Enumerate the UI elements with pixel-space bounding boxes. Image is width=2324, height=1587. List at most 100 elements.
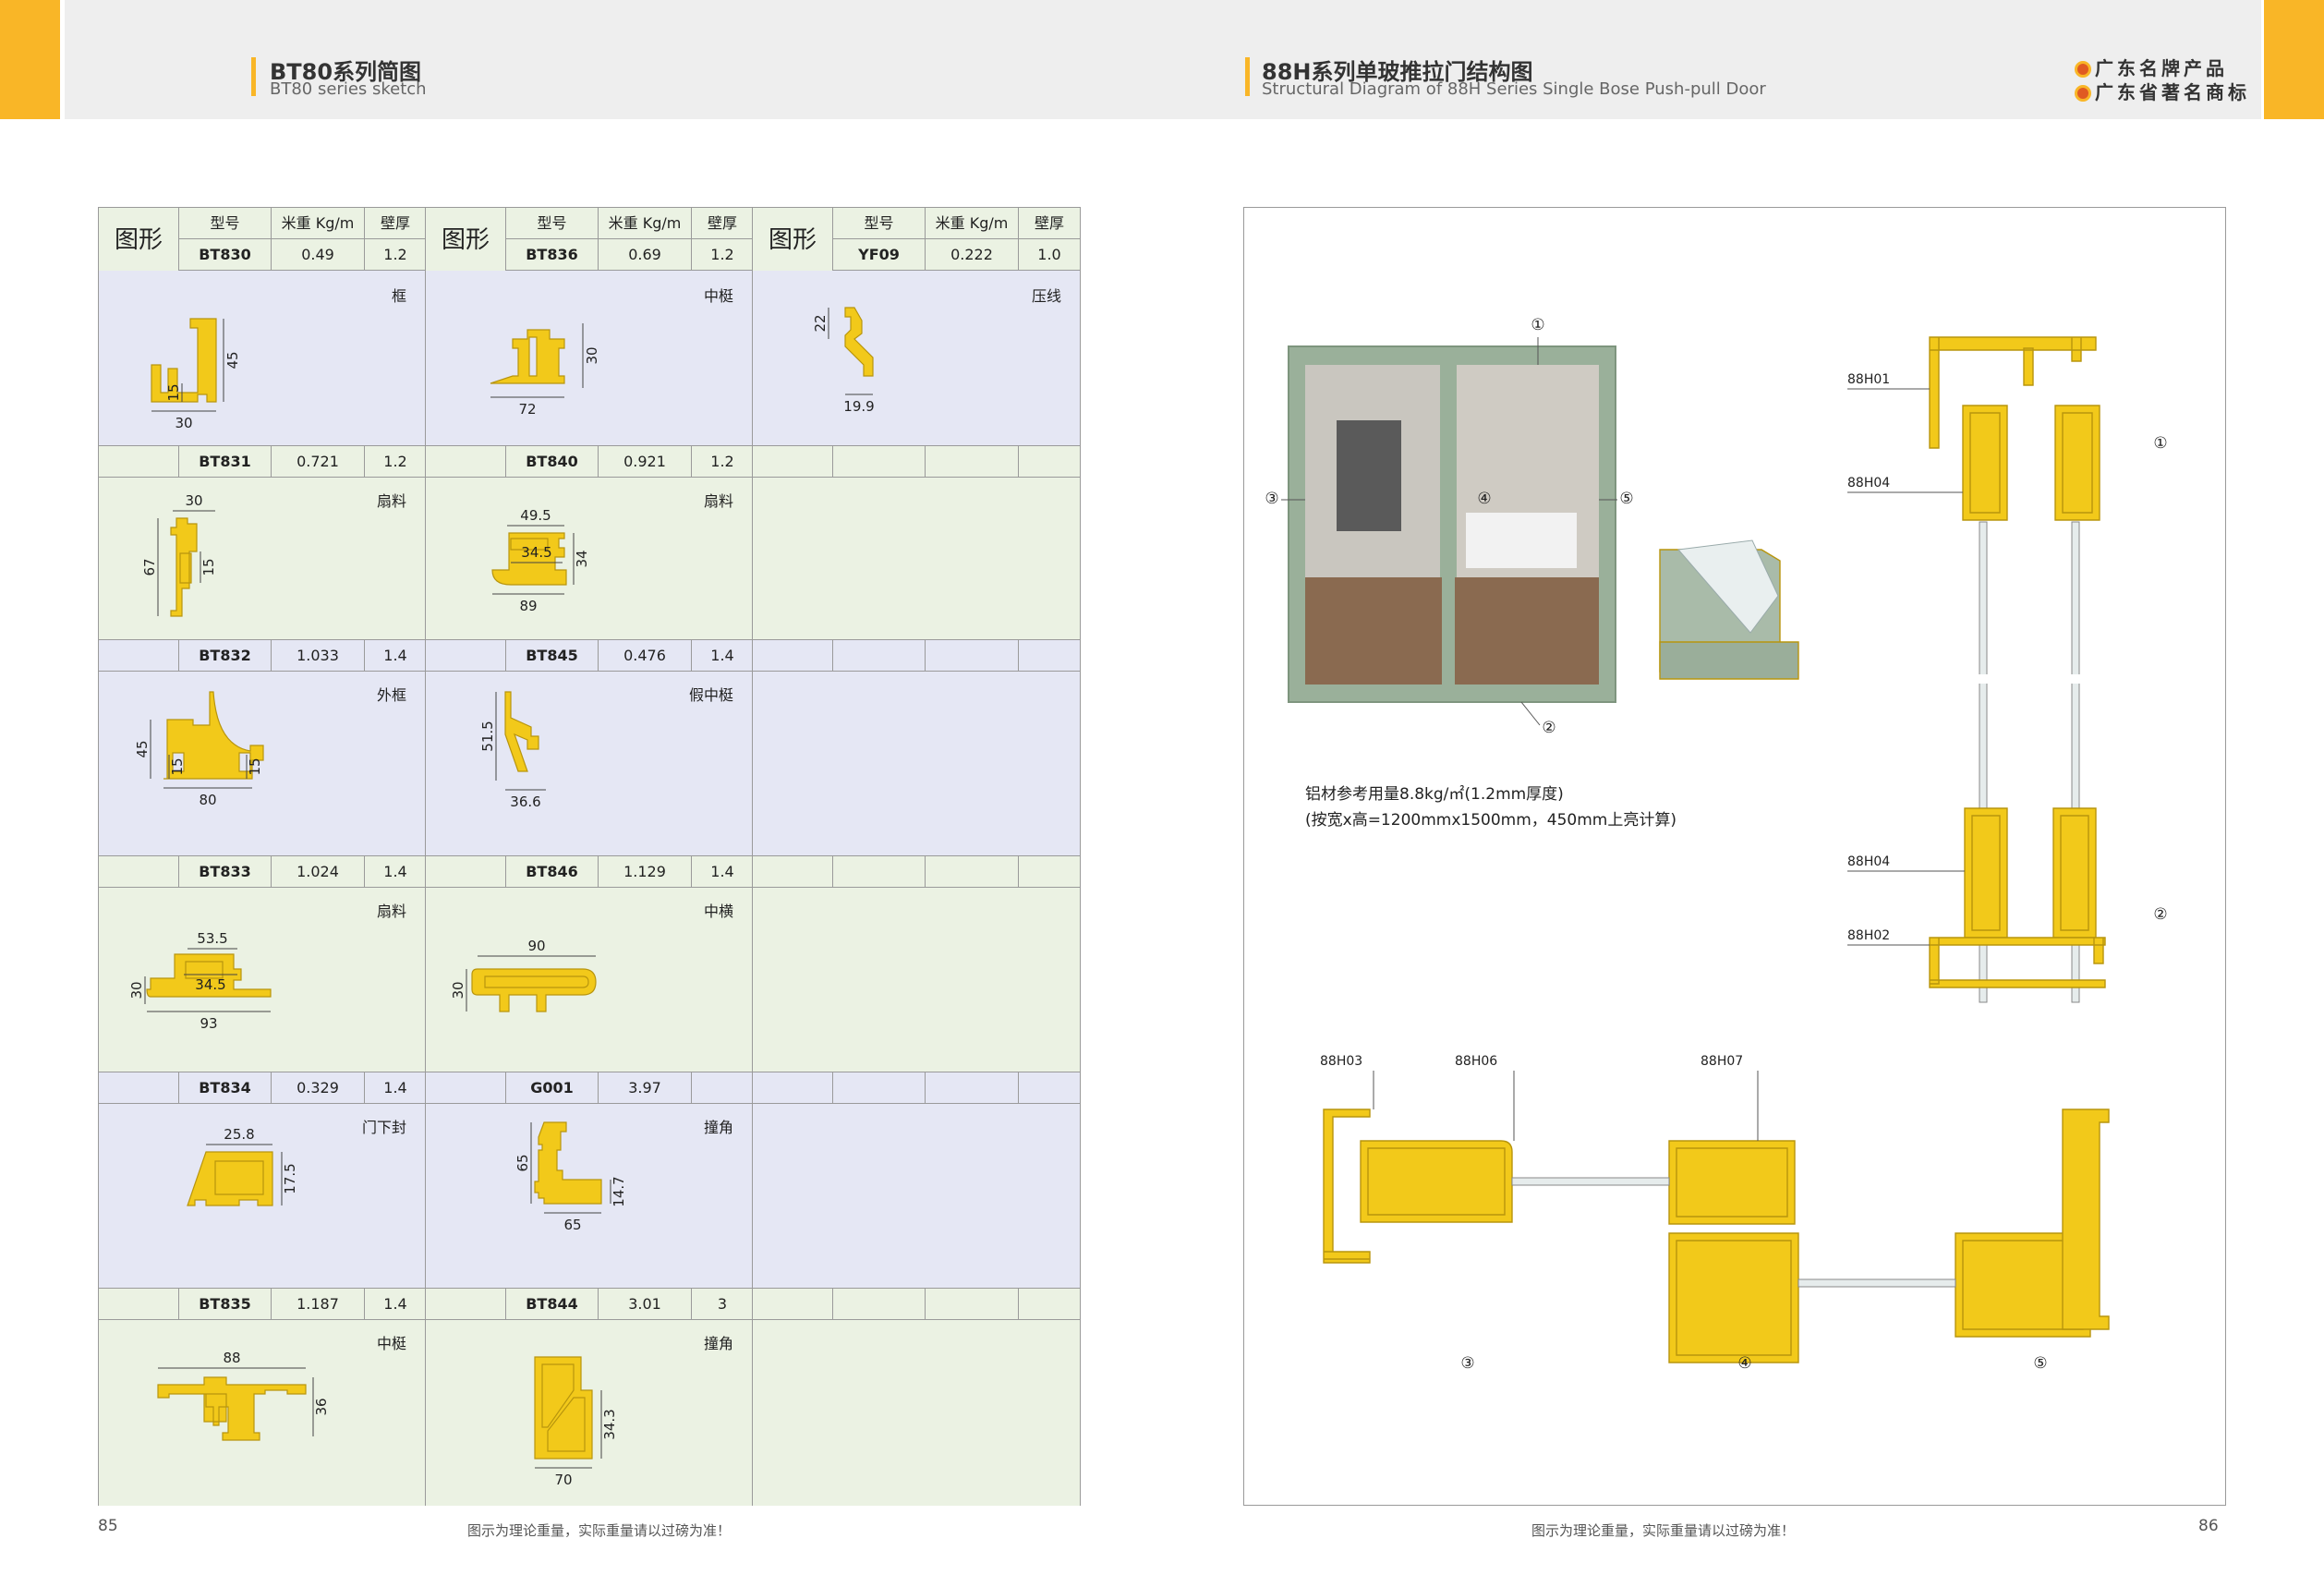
code-88h04-bottom: 88H04 [1847, 854, 1890, 869]
weight-cell: 1.024 [271, 856, 364, 887]
mark-4-section: ④ [1737, 1354, 1751, 1373]
model-cell: BT831 [178, 446, 271, 477]
part-name: 中梃 [703, 287, 733, 305]
corner-sample-bottom [1659, 641, 1799, 680]
break-mark-left [1965, 674, 2020, 684]
section-88h02 [1929, 937, 2106, 988]
col-model-header: 型号 [178, 208, 271, 238]
model-cell: BT844 [505, 1289, 598, 1319]
wall-cell: 1.2 [691, 446, 753, 477]
part-name: 压线 [1031, 287, 1061, 305]
profile-drawing [753, 1320, 1080, 1507]
part-name: 撞角 [703, 1119, 733, 1136]
mark-2-leader [1520, 701, 1541, 726]
part-name: 门下封 [361, 1119, 406, 1136]
model-cell: G001 [505, 1072, 598, 1103]
dim-bt831-height: 67 [141, 558, 158, 575]
wall-cell: 1.4 [364, 640, 426, 671]
profile-bt830 [151, 318, 217, 403]
table-column [753, 446, 1080, 639]
model-cell: BT830 [178, 239, 271, 270]
dim-bt834-height: 17.5 [282, 1163, 298, 1193]
mark-1-section: ① [2153, 434, 2167, 453]
right-title: 88H系列单玻推拉门结构图 [1262, 59, 1533, 85]
wall-cell: 3 [691, 1289, 753, 1319]
dim-bt835-height: 36 [313, 1398, 330, 1415]
profile-drawing [753, 888, 1080, 1072]
dim-bt836-height: 30 [584, 346, 600, 364]
table-column [753, 640, 1080, 855]
mark-2-section: ② [2153, 905, 2167, 924]
weight-cell: 0.329 [271, 1072, 364, 1103]
mark-5-section: ⑤ [2033, 1354, 2047, 1373]
wall-cell [1018, 446, 1080, 477]
mark-5-photo: ⑤ [1619, 490, 1633, 508]
trademark-badge-icon [2075, 85, 2091, 102]
dim-bt832-inner-l: 15 [169, 757, 186, 775]
dim-bt844-width: 70 [554, 1472, 572, 1488]
weight-cell [925, 856, 1018, 887]
wall-cell [1018, 856, 1080, 887]
brand-line-2: 广东省著名商标 [2075, 78, 2250, 104]
wall-cell [1018, 1072, 1080, 1103]
weight-cell: 3.01 [598, 1289, 691, 1319]
code-88h07: 88H07 [1701, 1054, 1743, 1069]
part-name: 撞角 [703, 1335, 733, 1352]
section-88h07-top [1668, 1140, 1796, 1225]
profile-bt831 [170, 517, 198, 617]
mark-4-photo: ④ [1477, 490, 1491, 508]
dim-bt833-mid: 34.5 [195, 976, 225, 993]
model-cell [832, 1072, 925, 1103]
profile-bt845 [504, 691, 539, 772]
section-88h07-bottom [1668, 1232, 1799, 1363]
dim-bt834-width: 25.8 [224, 1126, 254, 1143]
wall-cell: 1.4 [691, 856, 753, 887]
part-name: 假中梃 [688, 686, 733, 704]
code-88h02: 88H02 [1847, 928, 1890, 943]
value-row [753, 640, 1080, 672]
value-row [753, 446, 1080, 478]
section-88h04-top-right [2054, 405, 2100, 521]
wall-cell: 1.2 [691, 239, 753, 270]
wall-cell: 1.0 [1018, 239, 1080, 270]
shape-label: 图形 [426, 208, 505, 271]
profile-bt836 [490, 329, 565, 384]
glass-horizontal-left [1511, 1177, 1670, 1186]
profile-bt833 [146, 953, 272, 998]
section-right-frame [2062, 1108, 2110, 1330]
dim-bt840-mid: 34.5 [521, 544, 551, 561]
table-column [753, 1289, 1080, 1506]
wall-cell: 1.4 [691, 640, 753, 671]
part-name: 框 [391, 287, 406, 305]
section-88h04-top-left [1962, 405, 2008, 521]
footer-note-left: 图示为理论重量，实际重量请以过磅为准！ [467, 1522, 732, 1539]
section-88h06 [1360, 1140, 1513, 1223]
weight-cell: 3.97 [598, 1072, 691, 1103]
dim-bt845-width: 36.6 [510, 794, 540, 810]
code-88h03: 88H03 [1320, 1054, 1362, 1069]
model-cell: BT836 [505, 239, 598, 270]
page-number-left: 85 [98, 1517, 118, 1535]
weight-cell: 1.187 [271, 1289, 364, 1319]
model-cell: BT840 [505, 446, 598, 477]
part-name: 扇料 [376, 492, 406, 510]
part-name: 外框 [376, 686, 406, 704]
